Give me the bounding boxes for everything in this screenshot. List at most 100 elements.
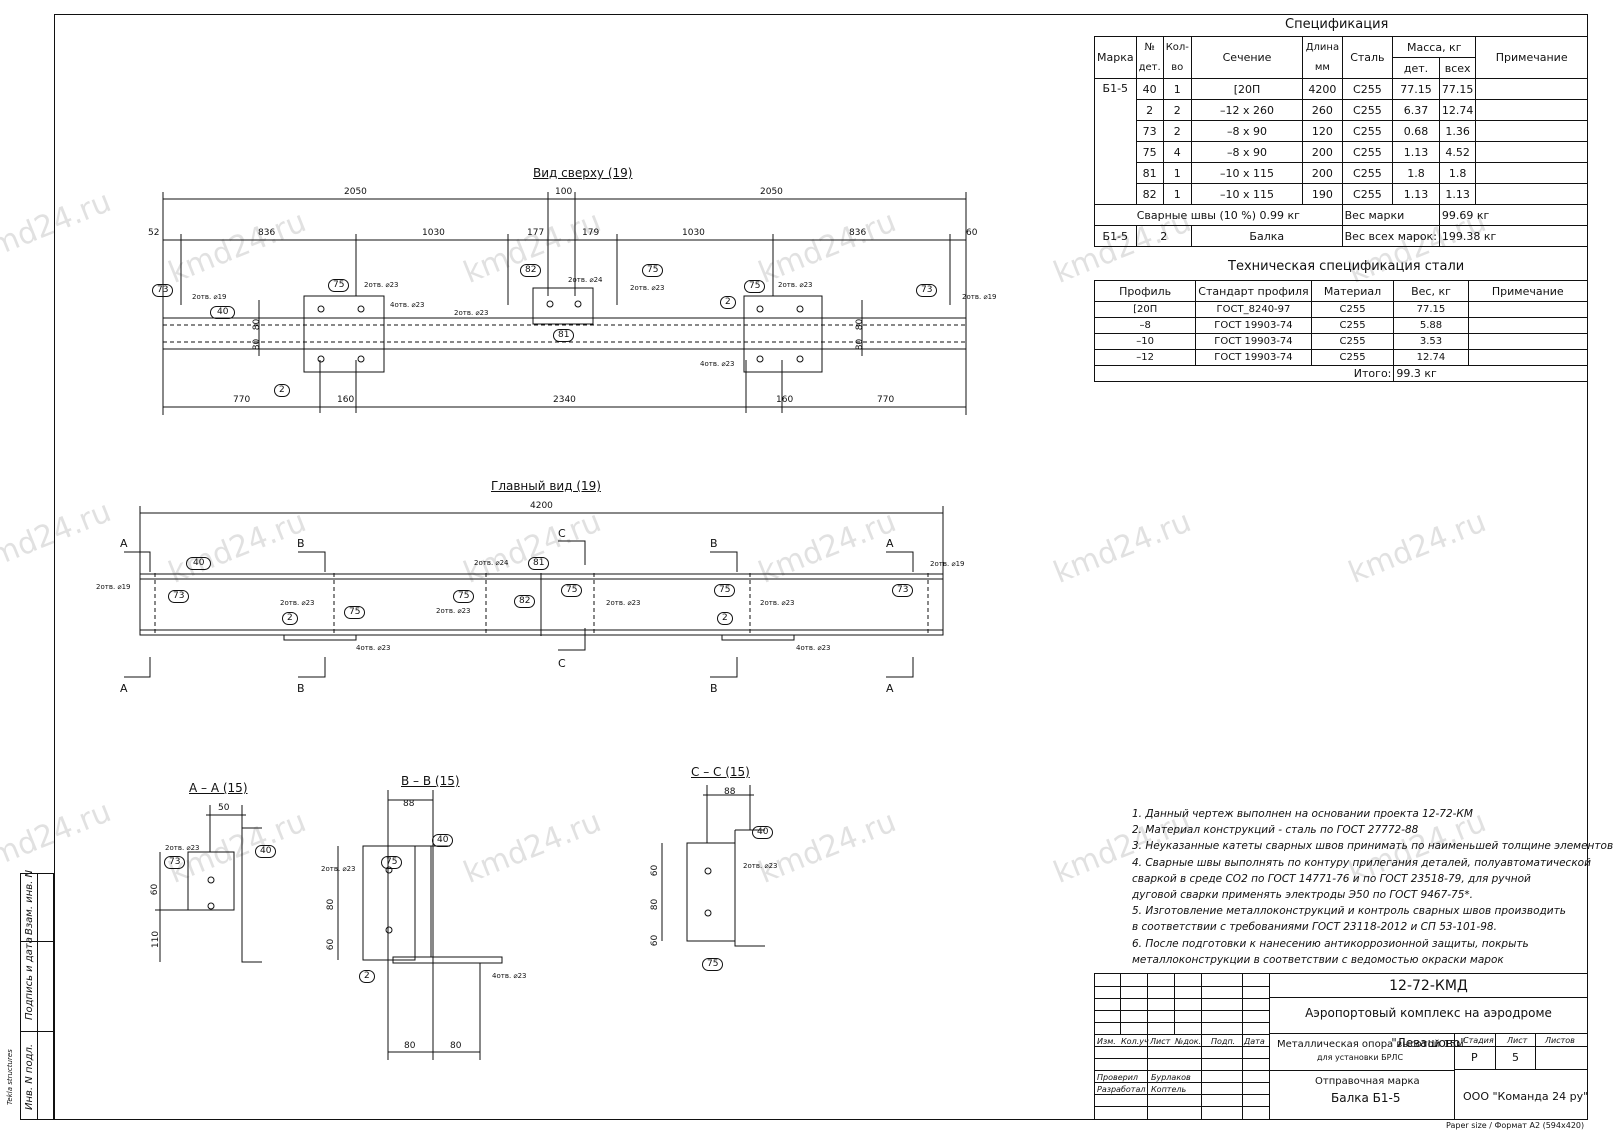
mark-weight-label: Вес марки	[1341, 204, 1440, 226]
weld-note: 2отв. ⌀23	[778, 281, 813, 289]
section-letter: В	[710, 682, 718, 695]
weld-note: 2отв. ⌀19	[96, 583, 131, 591]
cell: 77.15	[1392, 78, 1440, 100]
dim: 88	[724, 787, 736, 797]
cell: 200	[1302, 162, 1343, 184]
dim: 80	[252, 318, 263, 331]
section-letter: С	[558, 657, 566, 670]
cell	[1467, 317, 1589, 334]
cell: 120	[1302, 120, 1343, 142]
weld-note: 4отв. ⌀23	[390, 301, 425, 309]
dim: 60	[650, 864, 661, 877]
part-callout: 73	[152, 284, 174, 297]
cell: 2	[1135, 99, 1164, 121]
part-callout: 40	[432, 834, 454, 847]
stamp-project: Аэропортовый комплекс на аэродроме "Лева…	[1270, 998, 1587, 1050]
hdr-mass: Масса, кг	[1392, 36, 1477, 58]
dim: 770	[233, 395, 251, 405]
part-callout: 2	[282, 612, 298, 625]
cell: 4.52	[1438, 141, 1477, 163]
cell: 2	[1162, 99, 1192, 121]
weld-note: 2отв. ⌀24	[474, 559, 509, 567]
part-callout: 75	[744, 280, 766, 293]
part-callout: 40	[210, 306, 236, 319]
weld-note: 4отв. ⌀23	[492, 972, 527, 980]
note-line: в соответствии с требованиями ГОСТ 23118…	[1132, 921, 1497, 934]
cell: –10 x 115	[1190, 162, 1304, 184]
cell: 6.37	[1392, 99, 1440, 121]
note-line: дуговой сварки применять электроды Э50 п…	[1132, 889, 1473, 902]
cell: [20П	[1093, 301, 1197, 318]
th: Примечание	[1467, 280, 1589, 302]
part-callout: 73	[164, 856, 186, 869]
weld-note: 4отв. ⌀23	[700, 360, 735, 368]
total-mark: Б1-5	[1094, 225, 1137, 247]
section-letter: А	[886, 537, 894, 550]
note-line: 4. Сварные швы выполнять по контуру прил…	[1132, 856, 1591, 869]
section-letter: А	[886, 682, 894, 695]
weld-note: 2отв. ⌀23	[454, 309, 489, 317]
dim: 1030	[422, 228, 445, 238]
part-callout: 75	[714, 584, 736, 597]
stamp-mark1: Отправочная марка	[1315, 1076, 1420, 1087]
dim: 80	[252, 338, 263, 351]
section-letter: В	[297, 537, 305, 550]
stamp-object2: для установки БРЛС	[1317, 1053, 1404, 1062]
general-notes: 1. Данный чертеж выполнен на основании п…	[1132, 806, 1613, 968]
note-line: сваркой в среде СО2 по ГОСТ 14771-76 и п…	[1132, 872, 1531, 885]
dim: 110	[151, 930, 162, 949]
cell: 77.15	[1393, 301, 1469, 318]
cell: С255	[1341, 99, 1394, 121]
dim: 177	[527, 228, 545, 238]
part-callout: 2	[359, 970, 375, 983]
dim: 1030	[682, 228, 705, 238]
note-line: металлоконструкции в соответствии с ведо…	[1132, 953, 1504, 966]
th: Профиль	[1093, 280, 1197, 302]
cell: 81	[1135, 162, 1164, 184]
view-title-bb: В – В (15)	[401, 774, 460, 788]
cell: 200	[1302, 141, 1343, 163]
dim: 80	[450, 1041, 462, 1051]
cell: 75	[1135, 141, 1164, 163]
part-callout: 2	[274, 384, 290, 397]
stamp-sheet-label: Лист	[1507, 1036, 1528, 1045]
total-qty: 2	[1135, 225, 1192, 247]
cell: 1.8	[1392, 162, 1440, 184]
dim: 52	[148, 228, 160, 238]
cell: 1.13	[1392, 183, 1440, 205]
section-letter: А	[120, 682, 128, 695]
stamp-company: ООО "Команда 24 ру"	[1463, 1090, 1589, 1103]
cell: –8 x 90	[1190, 120, 1304, 142]
dim: 60	[650, 934, 661, 947]
part-callout: 75	[328, 279, 350, 292]
cell: 260	[1302, 99, 1343, 121]
cell: 1.13	[1438, 183, 1477, 205]
dim: 60	[326, 938, 337, 951]
hdr-section: Сечение	[1190, 36, 1304, 79]
cell	[1475, 162, 1588, 184]
part-callout: 82	[520, 264, 542, 277]
part-callout: 81	[553, 329, 575, 342]
view-title-front: Главный вид (19)	[491, 479, 601, 493]
cell: 1	[1162, 183, 1192, 205]
cell: С255	[1341, 183, 1394, 205]
cell: 77.15	[1438, 78, 1477, 100]
spec-mark: Б1-5	[1094, 78, 1137, 205]
th: Вес, кг	[1393, 280, 1469, 302]
dim: 160	[337, 395, 355, 405]
cell: С255	[1310, 301, 1395, 318]
weld-note: 2отв. ⌀19	[962, 293, 997, 301]
part-callout: 81	[528, 557, 550, 570]
stamp-developed-name: Коптель	[1151, 1085, 1187, 1094]
dim: 100	[555, 187, 573, 197]
stamp-col: Лист	[1150, 1037, 1171, 1046]
stamp-col: Дата	[1244, 1037, 1265, 1046]
weld-note: 2отв. ⌀23	[436, 607, 471, 615]
hdr-mass-all: всех	[1438, 57, 1477, 79]
hdr-steel: Сталь	[1341, 36, 1394, 79]
cell: 4200	[1302, 78, 1343, 100]
cell: –8 x 90	[1190, 141, 1304, 163]
cell	[1467, 333, 1589, 350]
cell: ГОСТ 19903-74	[1195, 317, 1312, 334]
cell: 1	[1162, 162, 1192, 184]
